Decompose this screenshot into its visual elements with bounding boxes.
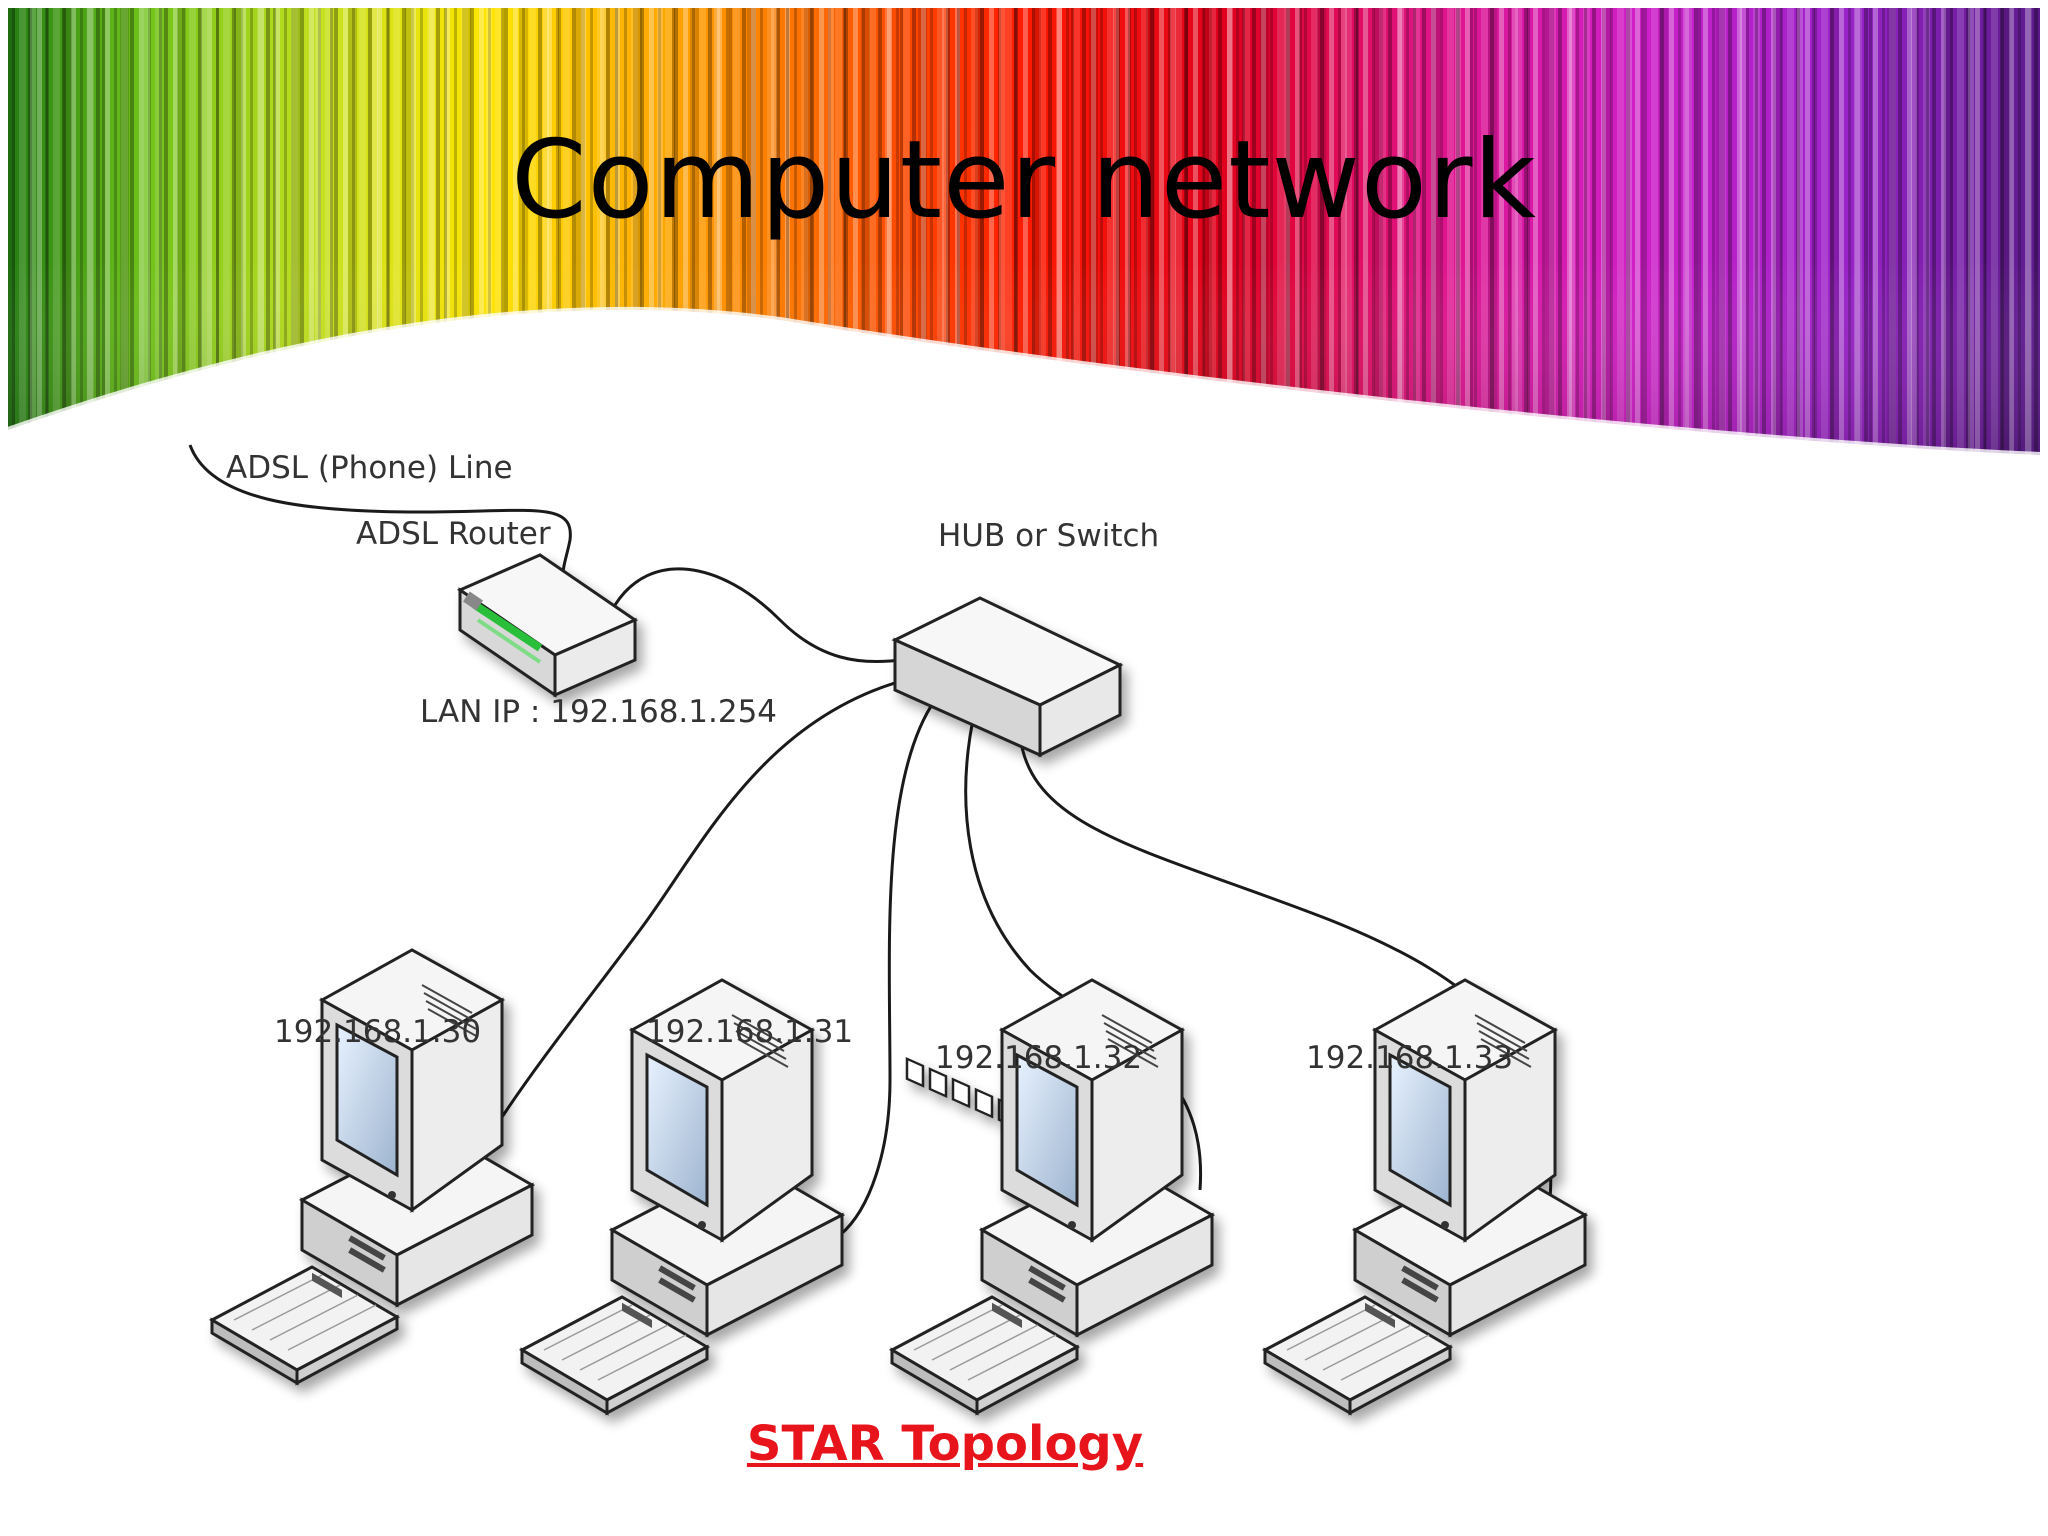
computer-ip-label: 192.168.1.33	[1306, 1040, 1514, 1076]
lan-ip-label: LAN IP : 192.168.1.254	[420, 694, 778, 730]
hub-switch	[891, 596, 1124, 1139]
computer-ip-label: 192.168.1.31	[646, 1014, 854, 1050]
hub-label: HUB or Switch	[938, 518, 1160, 554]
adsl-router	[456, 553, 639, 698]
adsl-phone-line	[188, 444, 572, 591]
slide-title: Computer network	[511, 118, 1537, 243]
rainbow-banner	[7, 8, 2041, 458]
adsl-router-label: ADSL Router	[356, 516, 551, 552]
router-to-hub-cable	[613, 567, 901, 664]
adsl-line-label: ADSL (Phone) Line	[226, 450, 513, 486]
cable-pc-31	[839, 699, 937, 1237]
computer-ip-label: 192.168.1.32	[935, 1040, 1143, 1076]
cable-pc-30	[498, 678, 906, 1121]
computer-ip-label: 192.168.1.30	[274, 1014, 482, 1050]
diagram-caption: STAR Topology	[746, 1416, 1144, 1472]
